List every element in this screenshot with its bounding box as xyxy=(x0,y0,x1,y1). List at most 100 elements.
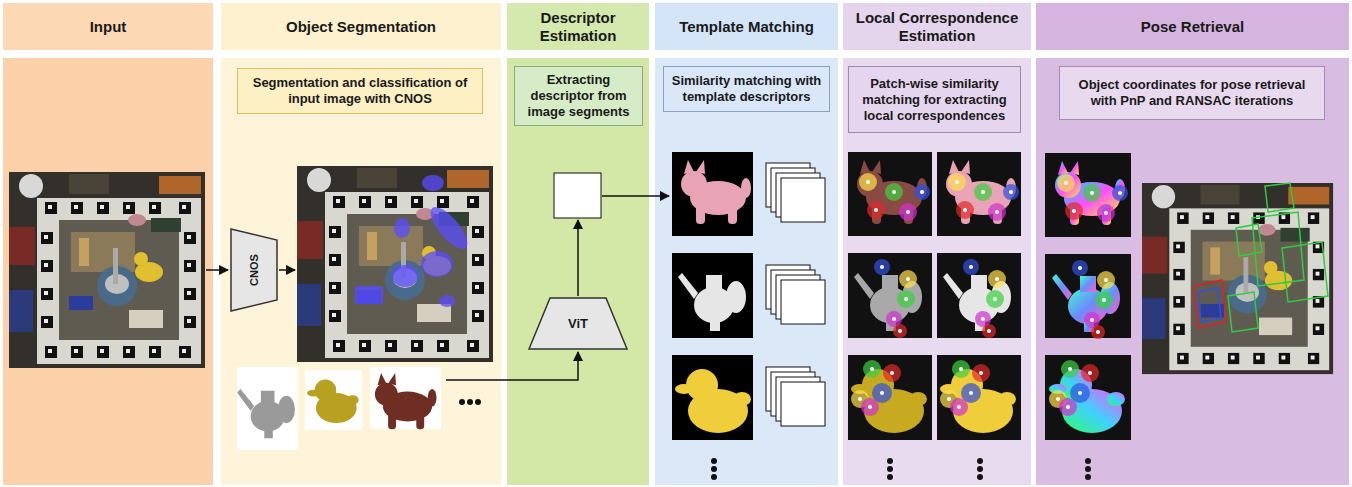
header-band: Template Matching xyxy=(655,3,838,50)
template-images xyxy=(681,160,751,224)
object-crops xyxy=(237,367,481,450)
template-images xyxy=(781,178,825,222)
correspondence-images xyxy=(887,474,893,480)
pose-images xyxy=(1057,174,1128,222)
template-images xyxy=(678,273,746,331)
pose-images xyxy=(1142,183,1333,374)
object-crops xyxy=(305,370,362,430)
correspondence-images xyxy=(848,355,932,440)
correspondence-images xyxy=(948,173,1019,221)
pose-images xyxy=(1236,224,1262,256)
object-crops xyxy=(307,380,359,424)
object-crops xyxy=(459,399,465,405)
correspondence-images xyxy=(937,355,1021,440)
stage-column: Descriptor EstimationExtracting descript… xyxy=(507,3,649,485)
pose-images xyxy=(1252,212,1304,286)
input-panel xyxy=(3,58,213,485)
stage-column: Object SegmentationSegmentation and clas… xyxy=(221,3,501,485)
step-description: Object coordinates for pose retrieval wi… xyxy=(1066,77,1318,109)
pose-images xyxy=(1282,242,1328,302)
description-box: Patch-wise similarity matching for extra… xyxy=(848,66,1021,133)
input-photo xyxy=(9,172,205,368)
template-images xyxy=(675,369,751,433)
correspondence-images xyxy=(937,152,1021,236)
stage-column: Local Correspondence EstimationPatch-wis… xyxy=(843,3,1031,485)
trapezoid-outline xyxy=(529,298,627,349)
descriptor-panel xyxy=(507,58,649,485)
pose-images xyxy=(1265,183,1294,212)
correspondence-images xyxy=(887,458,893,464)
object-crops xyxy=(375,373,437,429)
object-crops xyxy=(475,399,481,405)
pose-images xyxy=(1085,474,1091,480)
object-crops xyxy=(467,399,473,405)
correspondence-images xyxy=(851,360,901,416)
header-band: Input xyxy=(3,3,213,50)
pose-images xyxy=(1194,280,1226,328)
template-images xyxy=(672,355,753,440)
description-box: Segmentation and classification of input… xyxy=(237,68,483,114)
template-images xyxy=(672,152,753,236)
pose-images xyxy=(1085,466,1091,472)
stage-heading: Input xyxy=(90,18,127,36)
segmented-photo xyxy=(425,202,474,255)
template-images xyxy=(711,458,717,464)
trapezoid-outline xyxy=(231,229,277,311)
header-band: Pose Retrieval xyxy=(1036,3,1349,50)
object-crops xyxy=(237,389,295,438)
description-box: Object coordinates for pose retrieval wi… xyxy=(1059,66,1325,120)
stage-heading: Local Correspondence Estimation xyxy=(849,9,1025,45)
segmented-photo xyxy=(422,175,444,191)
template-panel xyxy=(655,58,838,485)
correspondence-images xyxy=(848,152,932,236)
pose-images xyxy=(1142,183,1333,374)
pose-panel xyxy=(1036,58,1349,485)
flow-arrows xyxy=(279,269,295,271)
correspondence-images xyxy=(848,253,932,338)
network-trapezoid: CNOS xyxy=(230,228,278,312)
pose-images xyxy=(1045,355,1131,440)
correspondence-images xyxy=(977,466,983,472)
template-images xyxy=(672,253,753,338)
correspondence-images xyxy=(963,259,1006,338)
descriptor-square xyxy=(554,173,601,218)
step-description: Extracting descriptor from image segment… xyxy=(521,72,636,120)
pose-images xyxy=(1045,254,1131,338)
stage-column: Input xyxy=(3,3,213,485)
template-images xyxy=(766,163,825,426)
flow-arrows xyxy=(206,269,228,271)
stage-column: Pose RetrievalObject coordinates for pos… xyxy=(1036,3,1349,485)
object-crops xyxy=(370,367,441,429)
correspondence-images xyxy=(859,173,930,221)
stage-column: Template MatchingSimilarity matching wit… xyxy=(655,3,838,485)
step-description: Segmentation and classification of input… xyxy=(244,75,476,107)
pose-images xyxy=(1198,288,1221,322)
pose-images xyxy=(1085,458,1091,464)
header-band: Local Correspondence Estimation xyxy=(843,3,1031,50)
segmented-photo xyxy=(421,251,453,277)
template-images xyxy=(672,152,825,480)
stage-heading: Descriptor Estimation xyxy=(513,9,643,45)
stage-heading: Object Segmentation xyxy=(286,18,436,36)
pose-images xyxy=(1045,153,1333,480)
flow-arrows xyxy=(446,352,578,380)
correspondence-panel xyxy=(843,58,1031,485)
descriptor-square xyxy=(554,173,601,218)
pose-images xyxy=(1049,360,1099,416)
correspondence-images xyxy=(940,360,990,416)
correspondence-images xyxy=(977,474,983,480)
correspondence-images xyxy=(937,253,1021,338)
header-band: Object Segmentation xyxy=(221,3,501,50)
network-label: ViT xyxy=(568,316,588,331)
flow-arrows xyxy=(577,220,579,296)
correspondence-images xyxy=(874,259,917,338)
step-description: Patch-wise similarity matching for extra… xyxy=(855,76,1014,124)
segmented-photo xyxy=(394,218,410,238)
input-photo xyxy=(9,172,205,368)
template-images xyxy=(711,466,717,472)
pose-images xyxy=(1072,260,1115,339)
pose-images xyxy=(1045,153,1131,237)
segmented-photo xyxy=(392,265,418,287)
segmented-photo xyxy=(439,295,455,307)
